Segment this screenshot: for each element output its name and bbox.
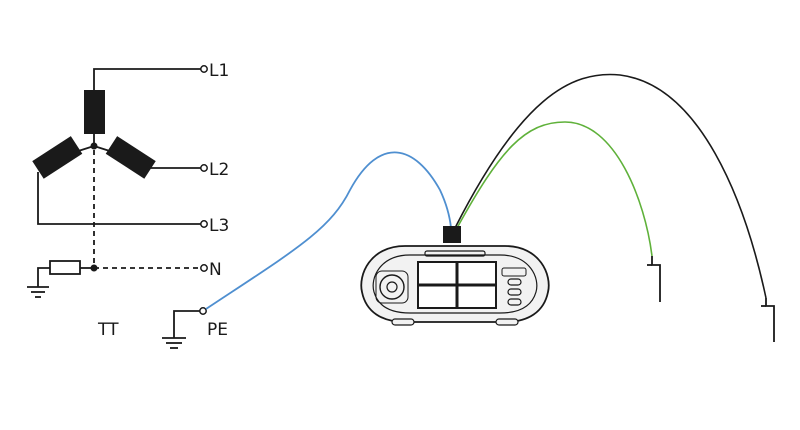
label-l1: L1: [209, 61, 229, 81]
multifunction-tester-icon: [360, 226, 550, 326]
terminal-l3: [200, 220, 208, 228]
rotary-dial-center: [386, 281, 398, 293]
ground-icon: [162, 337, 186, 349]
black-test-lead: [454, 73, 767, 299]
tester-button: [507, 278, 522, 286]
winding-coil-icon: [105, 136, 156, 179]
pe-wire: [173, 310, 200, 338]
ground-icon: [27, 286, 49, 298]
label-l2: L2: [209, 160, 229, 180]
terminal-pe: [199, 307, 207, 315]
star-point-node: [90, 142, 98, 150]
rotary-dial: [379, 274, 405, 300]
blue-test-lead: [205, 151, 452, 310]
tester-foot: [495, 318, 519, 326]
terminal-l2: [200, 164, 208, 172]
label-n: N: [209, 260, 222, 280]
label-pe: PE: [207, 320, 228, 340]
winding-l3-stub: [71, 145, 95, 154]
tester-side-panel: [501, 267, 527, 277]
line-l3-wire: [37, 172, 201, 225]
label-system-type: TT: [97, 320, 119, 340]
label-l3: L3: [209, 216, 229, 236]
terminal-n: [200, 264, 208, 272]
winding-coil-icon: [84, 90, 105, 134]
resistor-icon: [49, 260, 81, 275]
pe-electrode: [162, 307, 207, 349]
tester-foot: [391, 318, 415, 326]
lead-connector: [443, 226, 461, 243]
winding-l2-stub: [93, 145, 117, 154]
probe-icon: [761, 298, 775, 342]
green-test-lead: [456, 121, 653, 257]
winding-coil-icon: [32, 136, 83, 179]
dial-housing: [375, 270, 409, 304]
tester-bezel: [372, 254, 538, 314]
resistor-to-ground-wire: [37, 267, 50, 287]
tester-button: [507, 288, 522, 296]
probe-icon: [647, 256, 661, 302]
terminal-l1: [200, 65, 208, 73]
line-l1-wire: [93, 68, 201, 90]
transformer-star: [27, 68, 201, 298]
tester-top-strip: [424, 250, 486, 257]
tester-button: [507, 298, 522, 306]
